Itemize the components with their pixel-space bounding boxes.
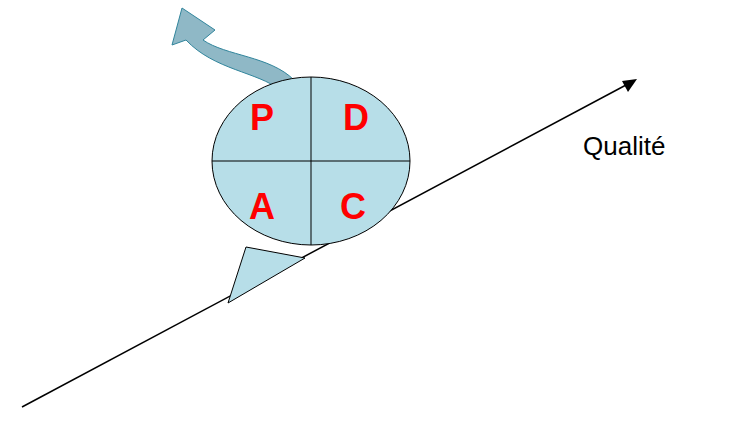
wedge-chock [228,247,305,303]
axis-arrowhead [622,79,637,92]
axis-label: Qualité [583,133,665,159]
pdca-wheel: P D A C [211,76,411,246]
cycle-step-letter: P [250,100,274,136]
wheel-outline [211,76,411,246]
wheel-ellipse [212,77,410,245]
cycle-step-letter: A [249,189,275,225]
quadrant-divider [212,161,410,162]
cycle-step-letter: D [343,100,369,136]
rotation-arrow [172,8,294,90]
cycle-step-letter: C [340,189,366,225]
